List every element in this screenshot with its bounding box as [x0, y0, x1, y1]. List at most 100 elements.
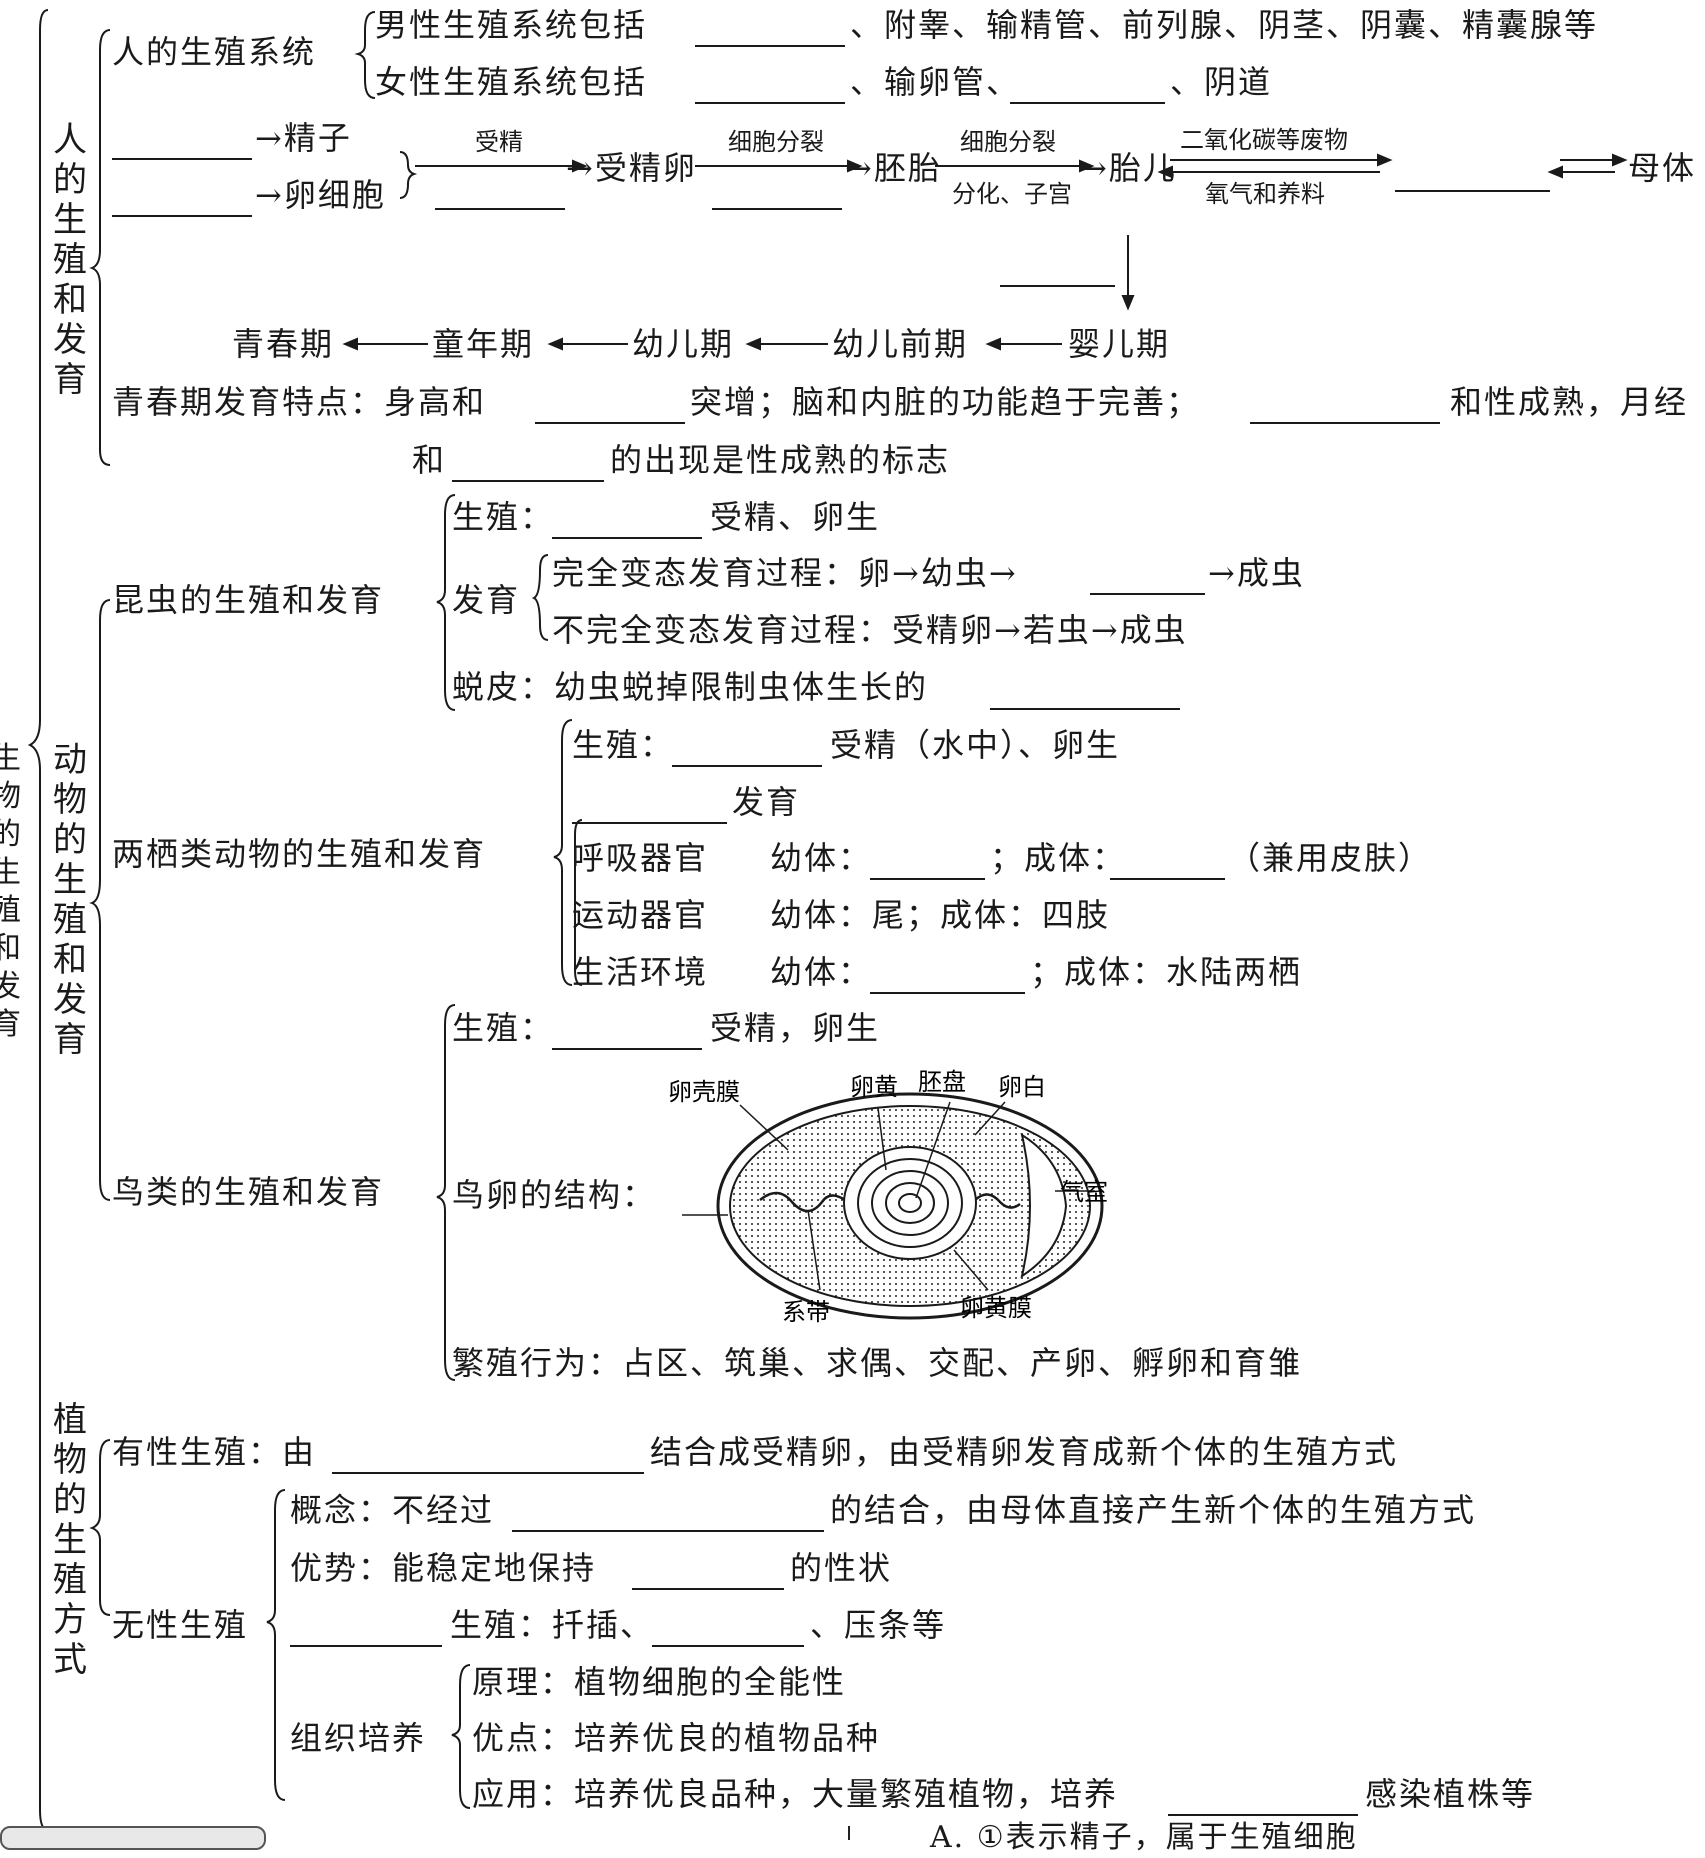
differentiation-label: 分化、子宫 [952, 180, 1072, 208]
stage-toddler: 幼儿前期 [832, 324, 968, 364]
blank-gills[interactable] [870, 878, 985, 880]
insect-repro-a: 生殖： [452, 497, 554, 537]
tissue-application-b: 感染植株等 [1365, 1774, 1535, 1814]
puberty-line1-a: 青春期发育特点：身高和 [112, 382, 486, 422]
blank-parent[interactable] [632, 1588, 784, 1590]
amphibian-repro-b: 受精（水中）、卵生 [830, 725, 1120, 765]
stage-early-childhood: 幼儿期 [632, 324, 734, 364]
stage-puberty: 青春期 [232, 324, 334, 364]
label-yolk: 卵黄 [850, 1073, 898, 1101]
puberty-line1-b: 突增；脑和内脏的功能趋于完善； [690, 382, 1200, 422]
amphibian-env-b: 幼体： [770, 952, 872, 992]
blank-sexual-development[interactable] [1250, 422, 1440, 424]
blank-metamorphosis[interactable] [572, 822, 727, 824]
label-yolk-membrane: 卵黄膜 [960, 1294, 1032, 1322]
bird-repro-b: 受精，卵生 [710, 1008, 880, 1048]
asexual-label: 无性生殖 [112, 1605, 248, 1645]
insect-complete-a: 完全变态发育过程：卵→幼虫→ [552, 553, 1018, 593]
blank-grafting[interactable] [652, 1645, 804, 1647]
tissue-merit: 优点：培养优良的植物品种 [472, 1718, 880, 1758]
label-chalaza: 系带 [782, 1298, 830, 1326]
root-vertical-title: 生物的生殖和发育 [0, 740, 24, 1044]
blank-weight[interactable] [535, 422, 685, 424]
blank-amphibian-fert[interactable] [672, 765, 822, 767]
asexual-advantage-a: 优势：能稳定地保持 [290, 1548, 596, 1588]
blank-testis-2[interactable] [112, 158, 252, 160]
insect-complete-b: →成虫 [1208, 553, 1305, 593]
amphibian-resp-a: 呼吸器官 [572, 838, 708, 878]
blank-placenta[interactable] [1395, 190, 1550, 192]
blank-virus-free[interactable] [1168, 1814, 1358, 1816]
fetus-label: →胎儿 [1080, 148, 1177, 188]
bird-egg-diagram: 卵壳膜 卵黄 胚盘 卵白 气室 卵壳 系带 卵黄膜 [660, 1060, 1120, 1340]
footer-fragment: A. ①表示精子，属于生殖细胞 [930, 1818, 1358, 1858]
amphibian-repro-a: 生殖： [572, 725, 674, 765]
insect-label: 昆虫的生殖和发育 [112, 580, 384, 620]
blank-insect-fert[interactable] [552, 537, 702, 539]
label-germinal-disc: 胚盘 [918, 1068, 966, 1096]
blank-ovary[interactable] [695, 102, 845, 104]
blank-spermatorrhea[interactable] [452, 480, 604, 482]
blank-bird-fert[interactable] [552, 1048, 702, 1050]
mother-label: 母体 [1628, 148, 1696, 188]
tissue-principle: 原理：植物细胞的全能性 [472, 1662, 846, 1702]
asexual-veg-a: 生殖：扦插、 [450, 1605, 654, 1645]
blank-ovary-2[interactable] [112, 215, 252, 217]
zygote-label: →受精卵 [566, 148, 697, 188]
cell-division-label-1: 细胞分裂 [728, 128, 824, 156]
blank-birth[interactable] [1000, 285, 1115, 287]
waste-label: 二氧化碳等废物 [1180, 126, 1348, 154]
amphibian-label: 两栖类动物的生殖和发育 [112, 834, 486, 874]
amphibian-resp-d: （兼用皮肤） [1228, 838, 1432, 878]
blank-gametes[interactable] [332, 1472, 644, 1474]
plant-vertical-title: 植物的生殖方式 [50, 1400, 90, 1680]
bird-behavior: 繁殖行为：占区、筑巢、求偶、交配、产卵、孵卵和育雏 [452, 1343, 1302, 1383]
bird-repro-a: 生殖： [452, 1008, 554, 1048]
female-system-prefix: 女性生殖系统包括 [375, 62, 647, 102]
insect-molt: 蜕皮：幼虫蜕掉限制虫体生长的 [452, 667, 928, 707]
egg-structure-label: 鸟卵的结构： [452, 1175, 656, 1215]
asexual-veg-b: 、压条等 [810, 1605, 946, 1645]
female-system-mid: 、输卵管、 [850, 62, 1020, 102]
puberty-line2-a: 和 [412, 440, 446, 480]
blank-uterus[interactable] [1010, 102, 1165, 104]
footer-divider [848, 1826, 850, 1840]
female-system-suffix: 、阴道 [1170, 62, 1272, 102]
human-system-label: 人的生殖系统 [112, 32, 316, 72]
sexual-repro-b: 结合成受精卵，由受精卵发育成新个体的生殖方式 [650, 1432, 1398, 1472]
human-vertical-title: 人的生殖和发育 [50, 120, 90, 400]
blank-exoskeleton[interactable] [990, 708, 1180, 710]
amphibian-resp-b: 幼体： [770, 838, 872, 878]
blank-water[interactable] [870, 992, 1025, 994]
puberty-line2-b: 的出现是性成熟的标志 [610, 440, 950, 480]
amphibian-move-b: 幼体：尾；成体：四肢 [770, 895, 1110, 935]
asexual-concept-b: 的结合，由母体直接产生新个体的生殖方式 [830, 1490, 1476, 1530]
fertilization-label: 受精 [475, 128, 523, 156]
tissue-culture-label: 组织培养 [290, 1718, 426, 1758]
asexual-advantage-b: 的性状 [790, 1548, 892, 1588]
amphibian-env-a: 生活环境 [572, 952, 708, 992]
label-air-cell: 气室 [1060, 1178, 1108, 1206]
tissue-application-a: 应用：培养优良品种，大量繁殖植物，培养 [472, 1774, 1118, 1814]
page-corner-tab [0, 1826, 266, 1850]
blank-implantation[interactable] [712, 208, 842, 210]
blank-pupa[interactable] [1090, 593, 1205, 595]
asexual-concept-a: 概念：不经过 [290, 1490, 494, 1530]
label-albumen: 卵白 [998, 1073, 1046, 1101]
male-system-prefix: 男性生殖系统包括 [375, 5, 647, 45]
amphibian-dev: 发育 [732, 782, 800, 822]
nutrient-label: 氧气和养料 [1205, 180, 1325, 208]
blank-vegetative[interactable] [290, 1645, 442, 1647]
amphibian-env-c: ；成体：水陆两栖 [1030, 952, 1302, 992]
blank-testis[interactable] [695, 45, 845, 47]
sperm-label: →精子 [255, 118, 352, 158]
insect-dev-label: 发育 [452, 580, 520, 620]
amphibian-resp-c: ；成体： [990, 838, 1126, 878]
puberty-line1-c: 和性成熟，月经 [1450, 382, 1688, 422]
male-system-suffix: 、附睾、输精管、前列腺、阴茎、阴囊、精囊腺等 [850, 5, 1598, 45]
blank-germ-cells[interactable] [512, 1530, 824, 1532]
blank-lungs[interactable] [1110, 878, 1225, 880]
cell-division-label-2: 细胞分裂 [960, 128, 1056, 156]
stage-childhood: 童年期 [432, 324, 534, 364]
blank-oviduct[interactable] [435, 208, 565, 210]
